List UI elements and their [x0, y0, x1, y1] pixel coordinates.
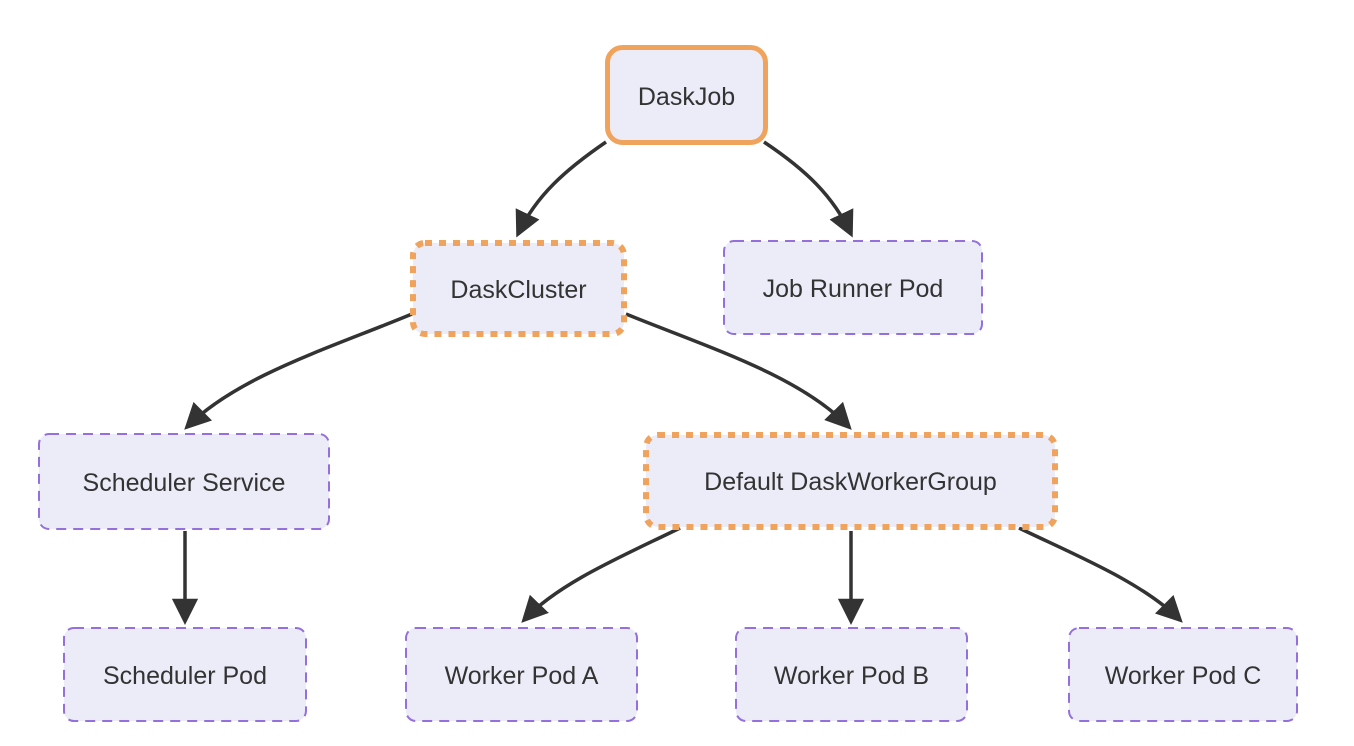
- edges-layer: [171, 140, 1183, 625]
- node-worker-pod-a-label: Worker Pod A: [445, 662, 599, 690]
- node-default-daskworkergroup-label: Default DaskWorkerGroup: [704, 468, 997, 496]
- node-scheduler-service: Scheduler Service: [38, 433, 330, 530]
- node-job-runner-pod: Job Runner Pod: [723, 240, 983, 335]
- node-daskcluster-box: [410, 240, 627, 337]
- edge-daskcluster-daskworkergroup: [625, 312, 852, 430]
- node-scheduler-pod: Scheduler Pod: [63, 627, 307, 722]
- node-daskjob: DaskJob: [605, 45, 768, 145]
- node-daskjob-box: [605, 45, 768, 145]
- nodes-layer: DaskJob DaskCluster Job Runner Pod Sched…: [38, 45, 1298, 722]
- node-worker-pod-c-box: [1068, 627, 1298, 722]
- node-daskjob-label: DaskJob: [638, 83, 735, 111]
- node-scheduler-pod-label: Scheduler Pod: [103, 662, 267, 690]
- node-worker-pod-a-box: [405, 627, 638, 722]
- node-worker-pod-b: Worker Pod B: [735, 627, 968, 722]
- edge-daskjob-jobrunnerpod: [763, 140, 854, 238]
- node-default-daskworkergroup: Default DaskWorkerGroup: [643, 432, 1058, 530]
- edge-daskjob-daskcluster: [515, 140, 607, 238]
- edge-daskworkergroup-workerpodc: [1018, 526, 1183, 623]
- node-worker-pod-b-label: Worker Pod B: [774, 662, 929, 690]
- node-scheduler-service-box: [38, 433, 330, 530]
- node-worker-pod-c-label: Worker Pod C: [1105, 662, 1262, 690]
- edge-daskcluster-schedulerservice: [184, 312, 413, 430]
- node-daskcluster: DaskCluster: [410, 240, 627, 337]
- node-scheduler-service-label: Scheduler Service: [83, 469, 286, 497]
- node-job-runner-pod-label: Job Runner Pod: [763, 275, 944, 303]
- node-default-daskworkergroup-box: [643, 432, 1058, 530]
- node-scheduler-pod-box: [63, 627, 307, 722]
- node-worker-pod-b-box: [735, 627, 968, 722]
- node-daskcluster-label: DaskCluster: [450, 276, 586, 304]
- edge-daskworkergroup-workerpoda: [521, 526, 681, 623]
- node-worker-pod-a: Worker Pod A: [405, 627, 638, 722]
- node-job-runner-pod-box: [723, 240, 983, 335]
- node-worker-pod-c: Worker Pod C: [1068, 627, 1298, 722]
